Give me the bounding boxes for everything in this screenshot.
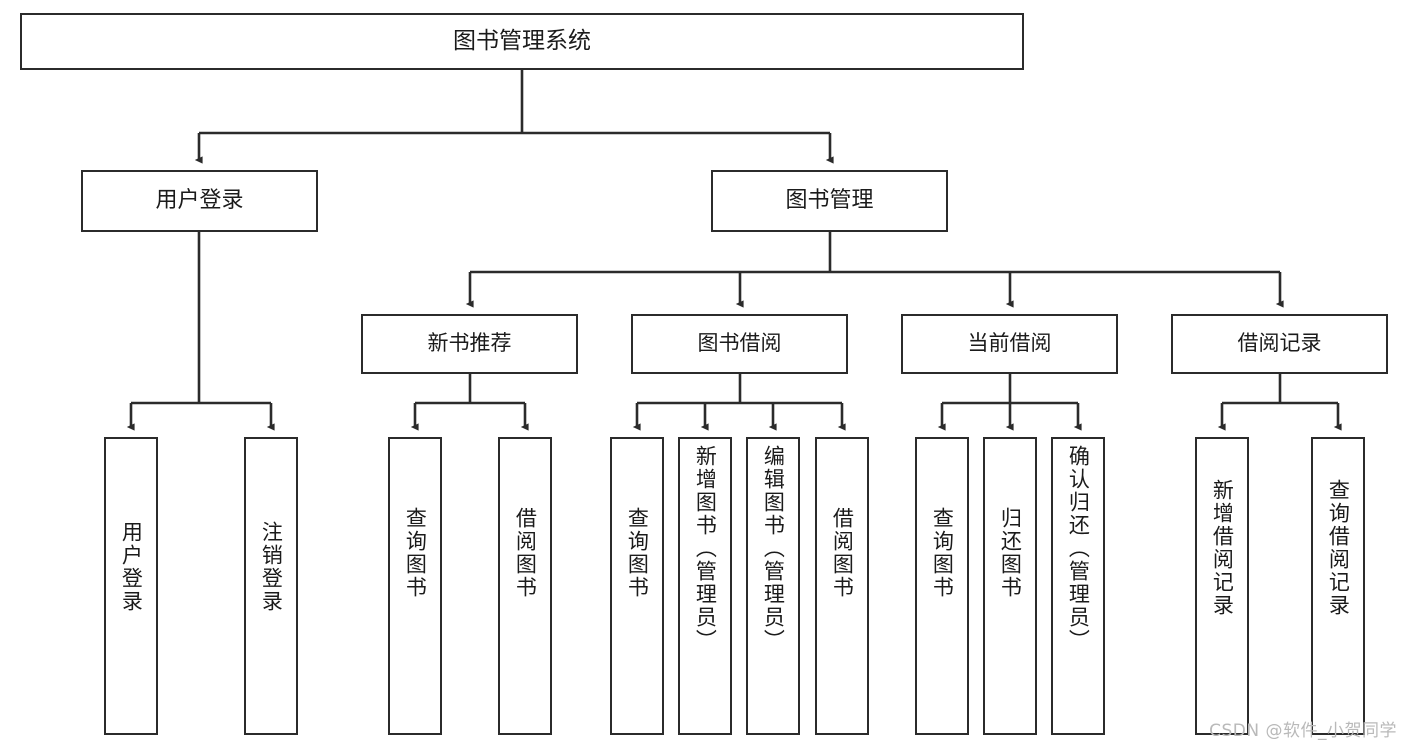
node-leaf-add-book-admin-label: 新增图书（管理员） — [693, 445, 718, 652]
node-leaf-query-book-borrow[interactable]: 查询图书 — [610, 437, 664, 735]
node-borrow-record[interactable]: 借阅记录 — [1171, 314, 1388, 374]
node-leaf-borrow-book-recommend[interactable]: 借阅图书 — [498, 437, 552, 735]
node-leaf-query-book-borrow-label: 查询图书 — [625, 507, 650, 599]
node-leaf-query-book-current[interactable]: 查询图书 — [915, 437, 969, 735]
node-leaf-add-book-admin[interactable]: 新增图书（管理员） — [678, 437, 732, 735]
node-leaf-confirm-return-admin-label: 确认归还（管理员） — [1066, 445, 1091, 652]
node-borrow-record-label: 借阅记录 — [1237, 331, 1322, 356]
node-leaf-user-login-label: 用户登录 — [119, 521, 144, 613]
node-book-management[interactable]: 图书管理 — [711, 170, 948, 232]
csdn-watermark: CSDN @软件_小贺同学 — [1209, 721, 1397, 741]
node-leaf-borrow-book-recommend-label: 借阅图书 — [513, 507, 538, 599]
node-leaf-borrow-book-label: 借阅图书 — [830, 507, 855, 599]
node-leaf-user-login[interactable]: 用户登录 — [104, 437, 158, 735]
node-leaf-confirm-return-admin[interactable]: 确认归还（管理员） — [1051, 437, 1105, 735]
node-book-borrow[interactable]: 图书借阅 — [631, 314, 848, 374]
node-new-book-recommend-label: 新书推荐 — [427, 331, 512, 356]
node-user-login-label: 用户登录 — [155, 187, 244, 213]
node-book-borrow-label: 图书借阅 — [697, 331, 782, 356]
node-leaf-borrow-book[interactable]: 借阅图书 — [815, 437, 869, 735]
node-leaf-add-borrow-record[interactable]: 新增借阅记录 — [1195, 437, 1249, 735]
node-leaf-return-book[interactable]: 归还图书 — [983, 437, 1037, 735]
node-leaf-logout[interactable]: 注销登录 — [244, 437, 298, 735]
node-current-borrow-label: 当前借阅 — [967, 331, 1052, 356]
node-root-label: 图书管理系统 — [453, 27, 591, 54]
node-leaf-edit-book-admin-label: 编辑图书（管理员） — [761, 445, 786, 652]
node-leaf-return-book-label: 归还图书 — [998, 507, 1023, 599]
node-new-book-recommend[interactable]: 新书推荐 — [361, 314, 578, 374]
node-leaf-query-book-current-label: 查询图书 — [930, 507, 955, 599]
node-leaf-add-borrow-record-label: 新增借阅记录 — [1210, 479, 1235, 617]
node-leaf-query-book-recommend-label: 查询图书 — [403, 507, 428, 599]
node-leaf-edit-book-admin[interactable]: 编辑图书（管理员） — [746, 437, 800, 735]
node-leaf-query-borrow-record[interactable]: 查询借阅记录 — [1311, 437, 1365, 735]
node-leaf-logout-label: 注销登录 — [259, 521, 284, 613]
node-leaf-query-borrow-record-label: 查询借阅记录 — [1326, 479, 1351, 617]
node-root-system[interactable]: 图书管理系统 — [20, 13, 1024, 70]
node-leaf-query-book-recommend[interactable]: 查询图书 — [388, 437, 442, 735]
node-current-borrow[interactable]: 当前借阅 — [901, 314, 1118, 374]
node-book-management-label: 图书管理 — [785, 187, 874, 213]
node-user-login[interactable]: 用户登录 — [81, 170, 318, 232]
